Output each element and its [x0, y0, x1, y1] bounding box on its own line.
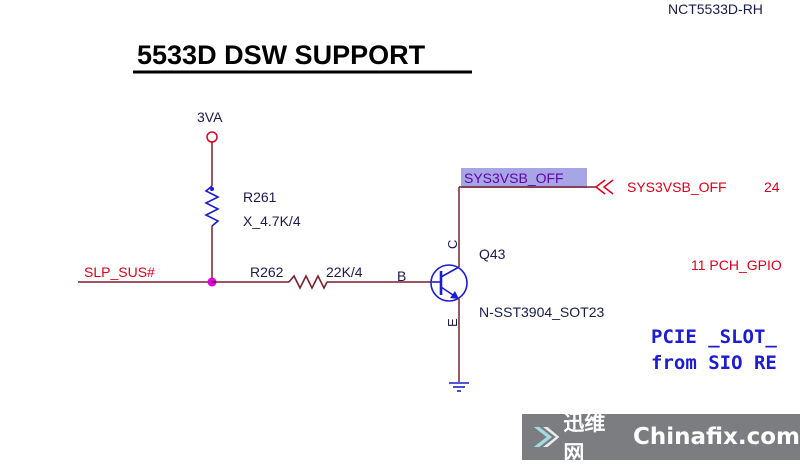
power-symbol — [206, 131, 218, 143]
q43-transistor-body — [430, 264, 468, 302]
net-label-sys3vsb-off: SYS3VSB_OFF — [464, 170, 564, 186]
note-line-2: from SIO RE — [651, 352, 777, 374]
watermark-cn-text: 迅维网 — [563, 411, 606, 465]
q43-ref: Q43 — [479, 246, 506, 262]
net-label-slp-sus: SLP_SUS# — [84, 264, 155, 280]
r261-resistor — [204, 185, 220, 227]
watermark-en-text: Chinafix.com — [632, 424, 800, 450]
schematic-title: 5533D DSW SUPPORT — [137, 40, 426, 70]
offpage-net-name: SYS3VSB_OFF — [627, 179, 727, 195]
note-line-1: PCIE _SLOT_ — [651, 326, 777, 348]
r262-value: 22K/4 — [326, 264, 363, 280]
q43-collector-lead — [440, 266, 460, 278]
r262-resistor — [288, 274, 328, 290]
collector-pin-label: C — [445, 240, 460, 249]
r262-ref: R262 — [250, 264, 284, 280]
emitter-pin-label: E — [445, 318, 460, 327]
power-label: 3VA — [197, 109, 223, 125]
net-label-pch-gpio: 11 PCH_GPIO — [691, 257, 782, 273]
q43-emitter-arrow — [450, 291, 459, 299]
r261-ref: R261 — [243, 189, 277, 205]
q43-part-number: N-SST3904_SOT23 — [479, 304, 604, 320]
watermark-logo-icon — [533, 426, 560, 448]
r261-pin1-marker — [210, 187, 214, 191]
part-reference: NCT5533D-RH — [668, 1, 763, 17]
offpage-sheet-ref: 24 — [764, 179, 780, 195]
offpage-connector-chevron-2 — [602, 179, 614, 195]
watermark-banner: 迅维网 Chinafix.com — [522, 411, 800, 465]
base-pin-label: B — [397, 268, 406, 284]
r261-value: X_4.7K/4 — [243, 213, 301, 229]
net-highlight — [461, 168, 587, 188]
